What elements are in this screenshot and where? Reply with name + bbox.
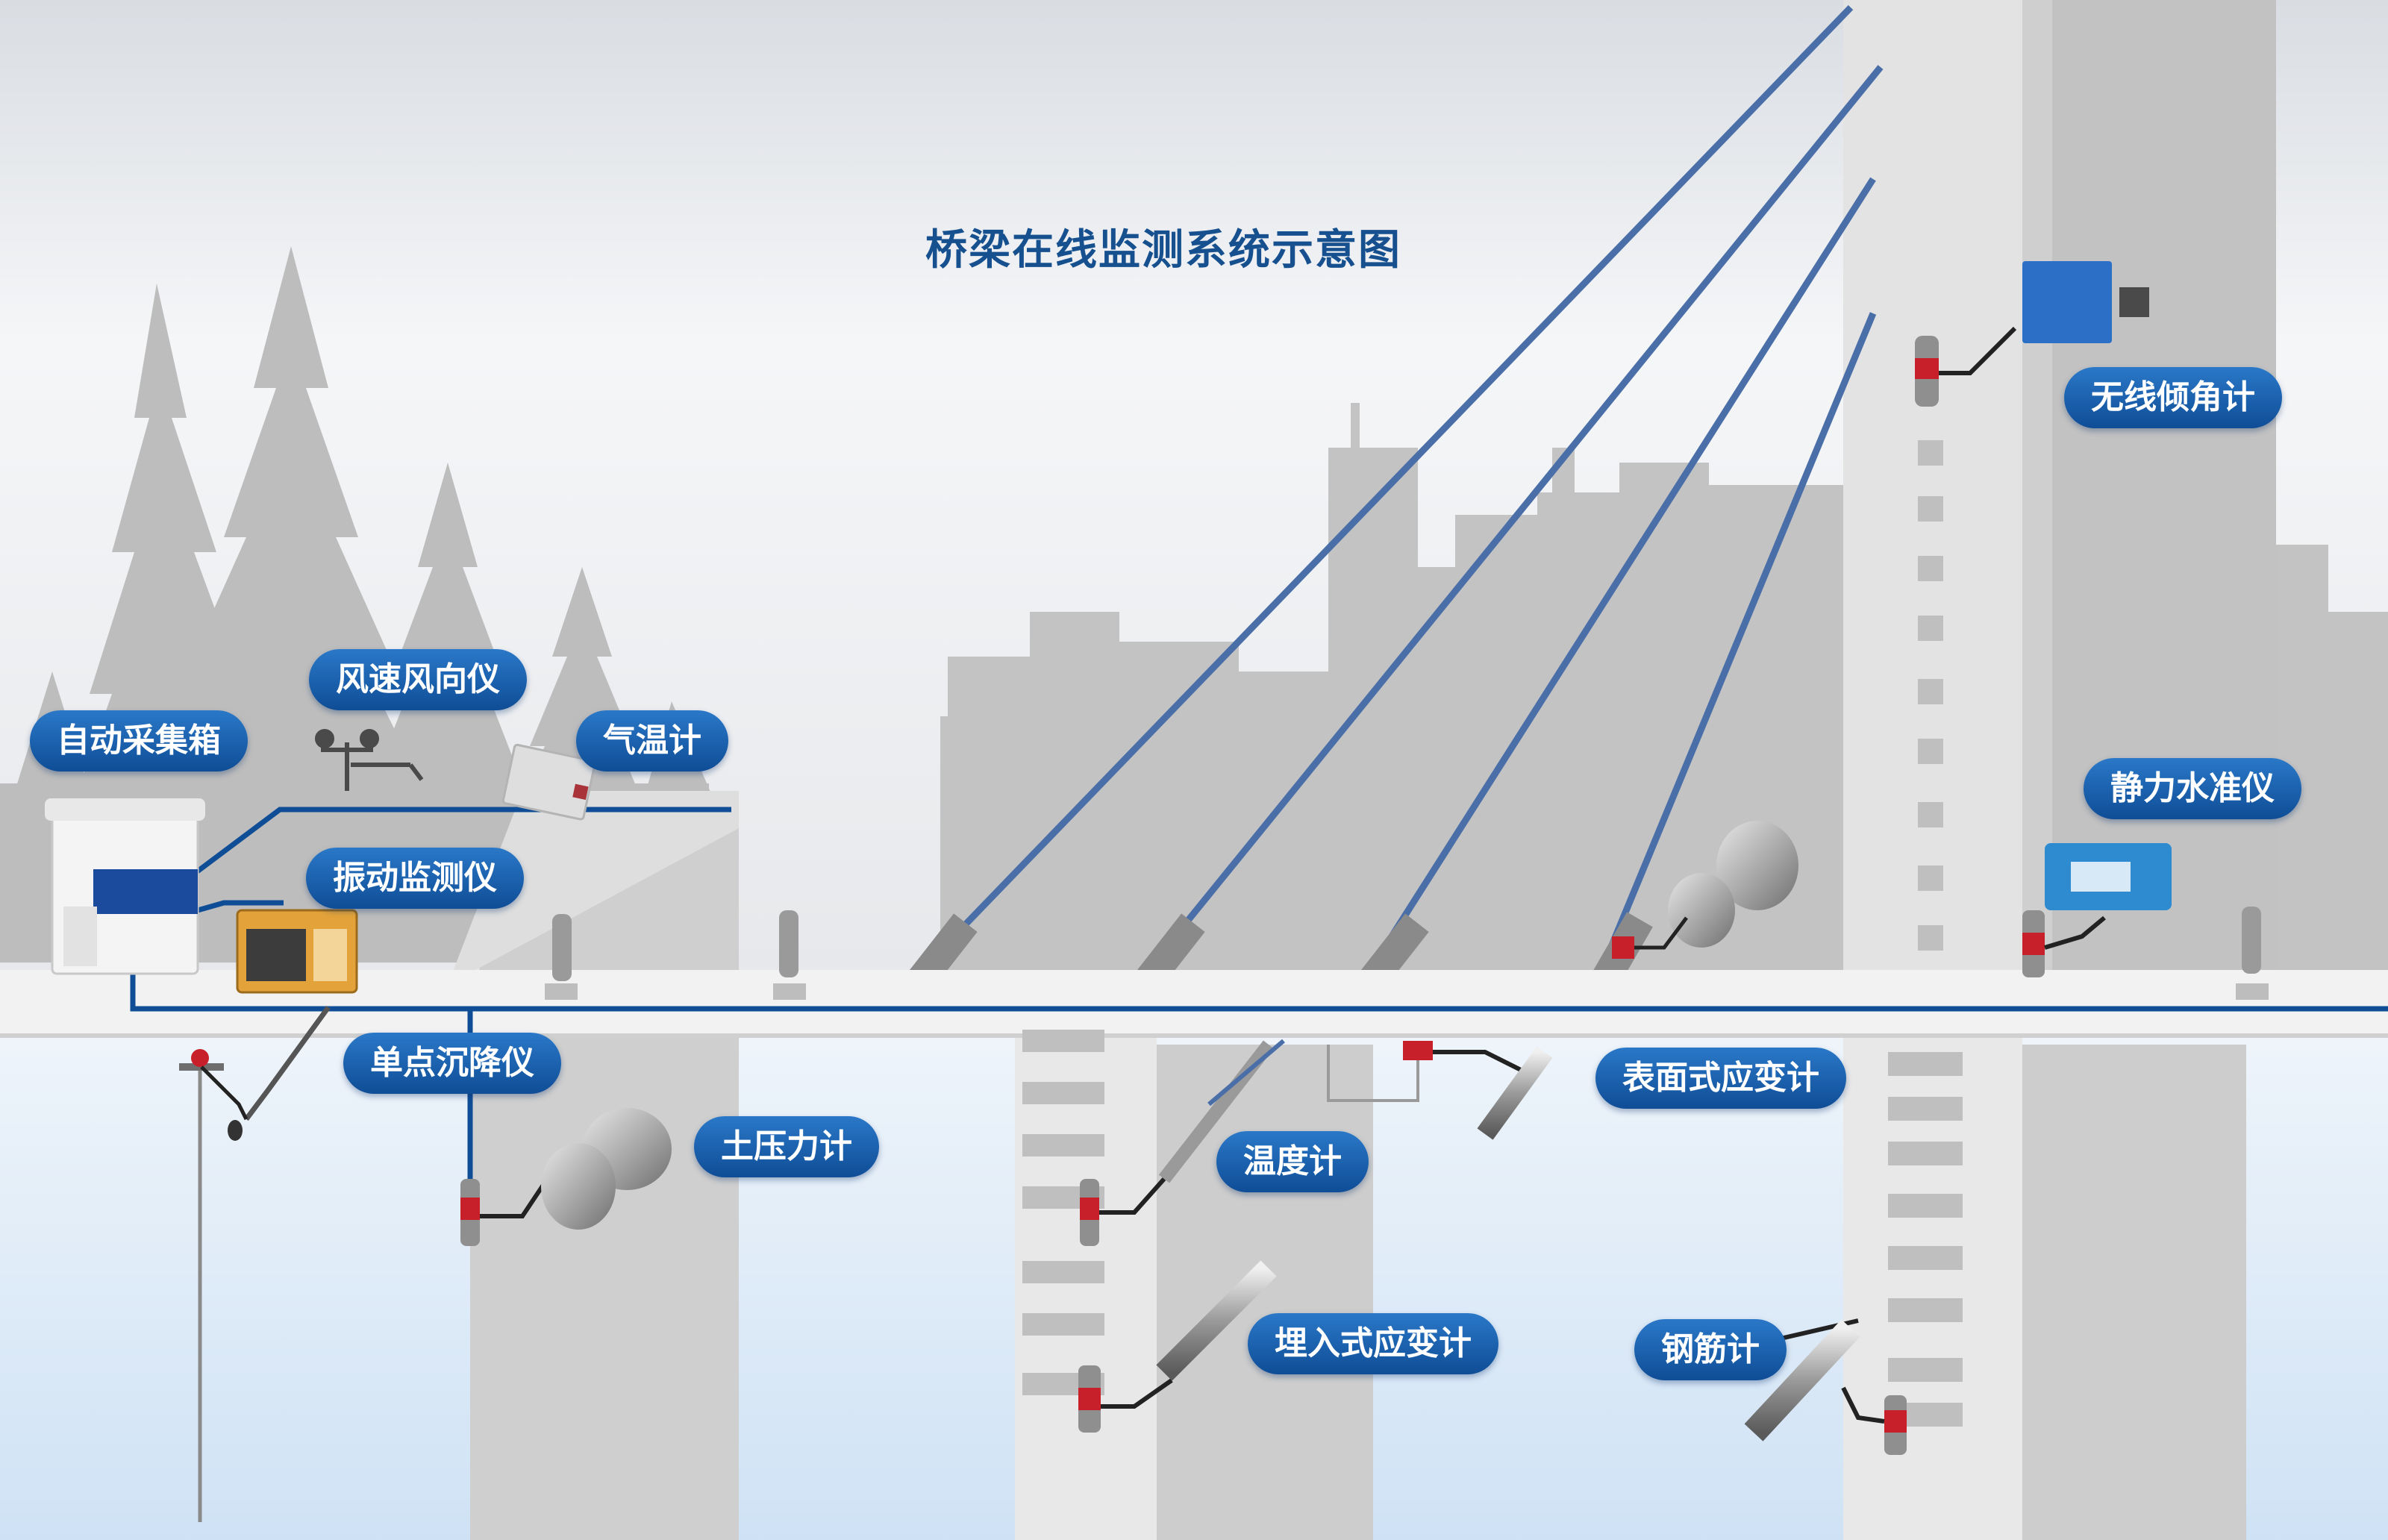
collector-box [45,798,205,975]
vibration-monitor-device [236,909,358,994]
label-collector: 自动采集箱 [30,710,248,771]
static-level-device [2022,843,2172,977]
bridge-deck [0,970,2388,1038]
surface-strain-device [1327,1041,1553,1140]
thermometer-device [501,743,596,821]
temperature-device [1080,1039,1285,1246]
embedded-strain-device [1078,1260,1277,1433]
label-surface-strain: 表面式应变计 [1595,1048,1846,1109]
railing-posts [545,907,2269,1000]
label-thermometer: 气温计 [576,710,728,771]
label-vibration: 振动监测仪 [306,848,524,909]
label-level: 静力水准仪 [2084,758,2301,819]
settlement-gauge-device [179,1005,331,1522]
earth-pressure-device [460,1108,672,1246]
label-earth-pressure: 土压力计 [694,1116,879,1177]
label-embedded-strain: 埋入式应变计 [1248,1313,1498,1374]
diagram-title: 桥梁在线监测系统示意图 [925,226,1401,275]
label-settlement: 单点沉降仪 [343,1033,561,1094]
label-anemometer: 风速风向仪 [309,649,527,710]
cable-force-device [1612,821,1798,959]
tower-pier [1843,1015,2246,1540]
label-tilt: 无线倾角计 [2064,367,2282,428]
anemometer-device [315,729,424,791]
stay-cables [915,4,1884,983]
tilt-meter-device [1915,261,2149,407]
label-temperature: 温度计 [1216,1131,1369,1192]
label-rebar: 钢筋计 [1634,1319,1787,1380]
